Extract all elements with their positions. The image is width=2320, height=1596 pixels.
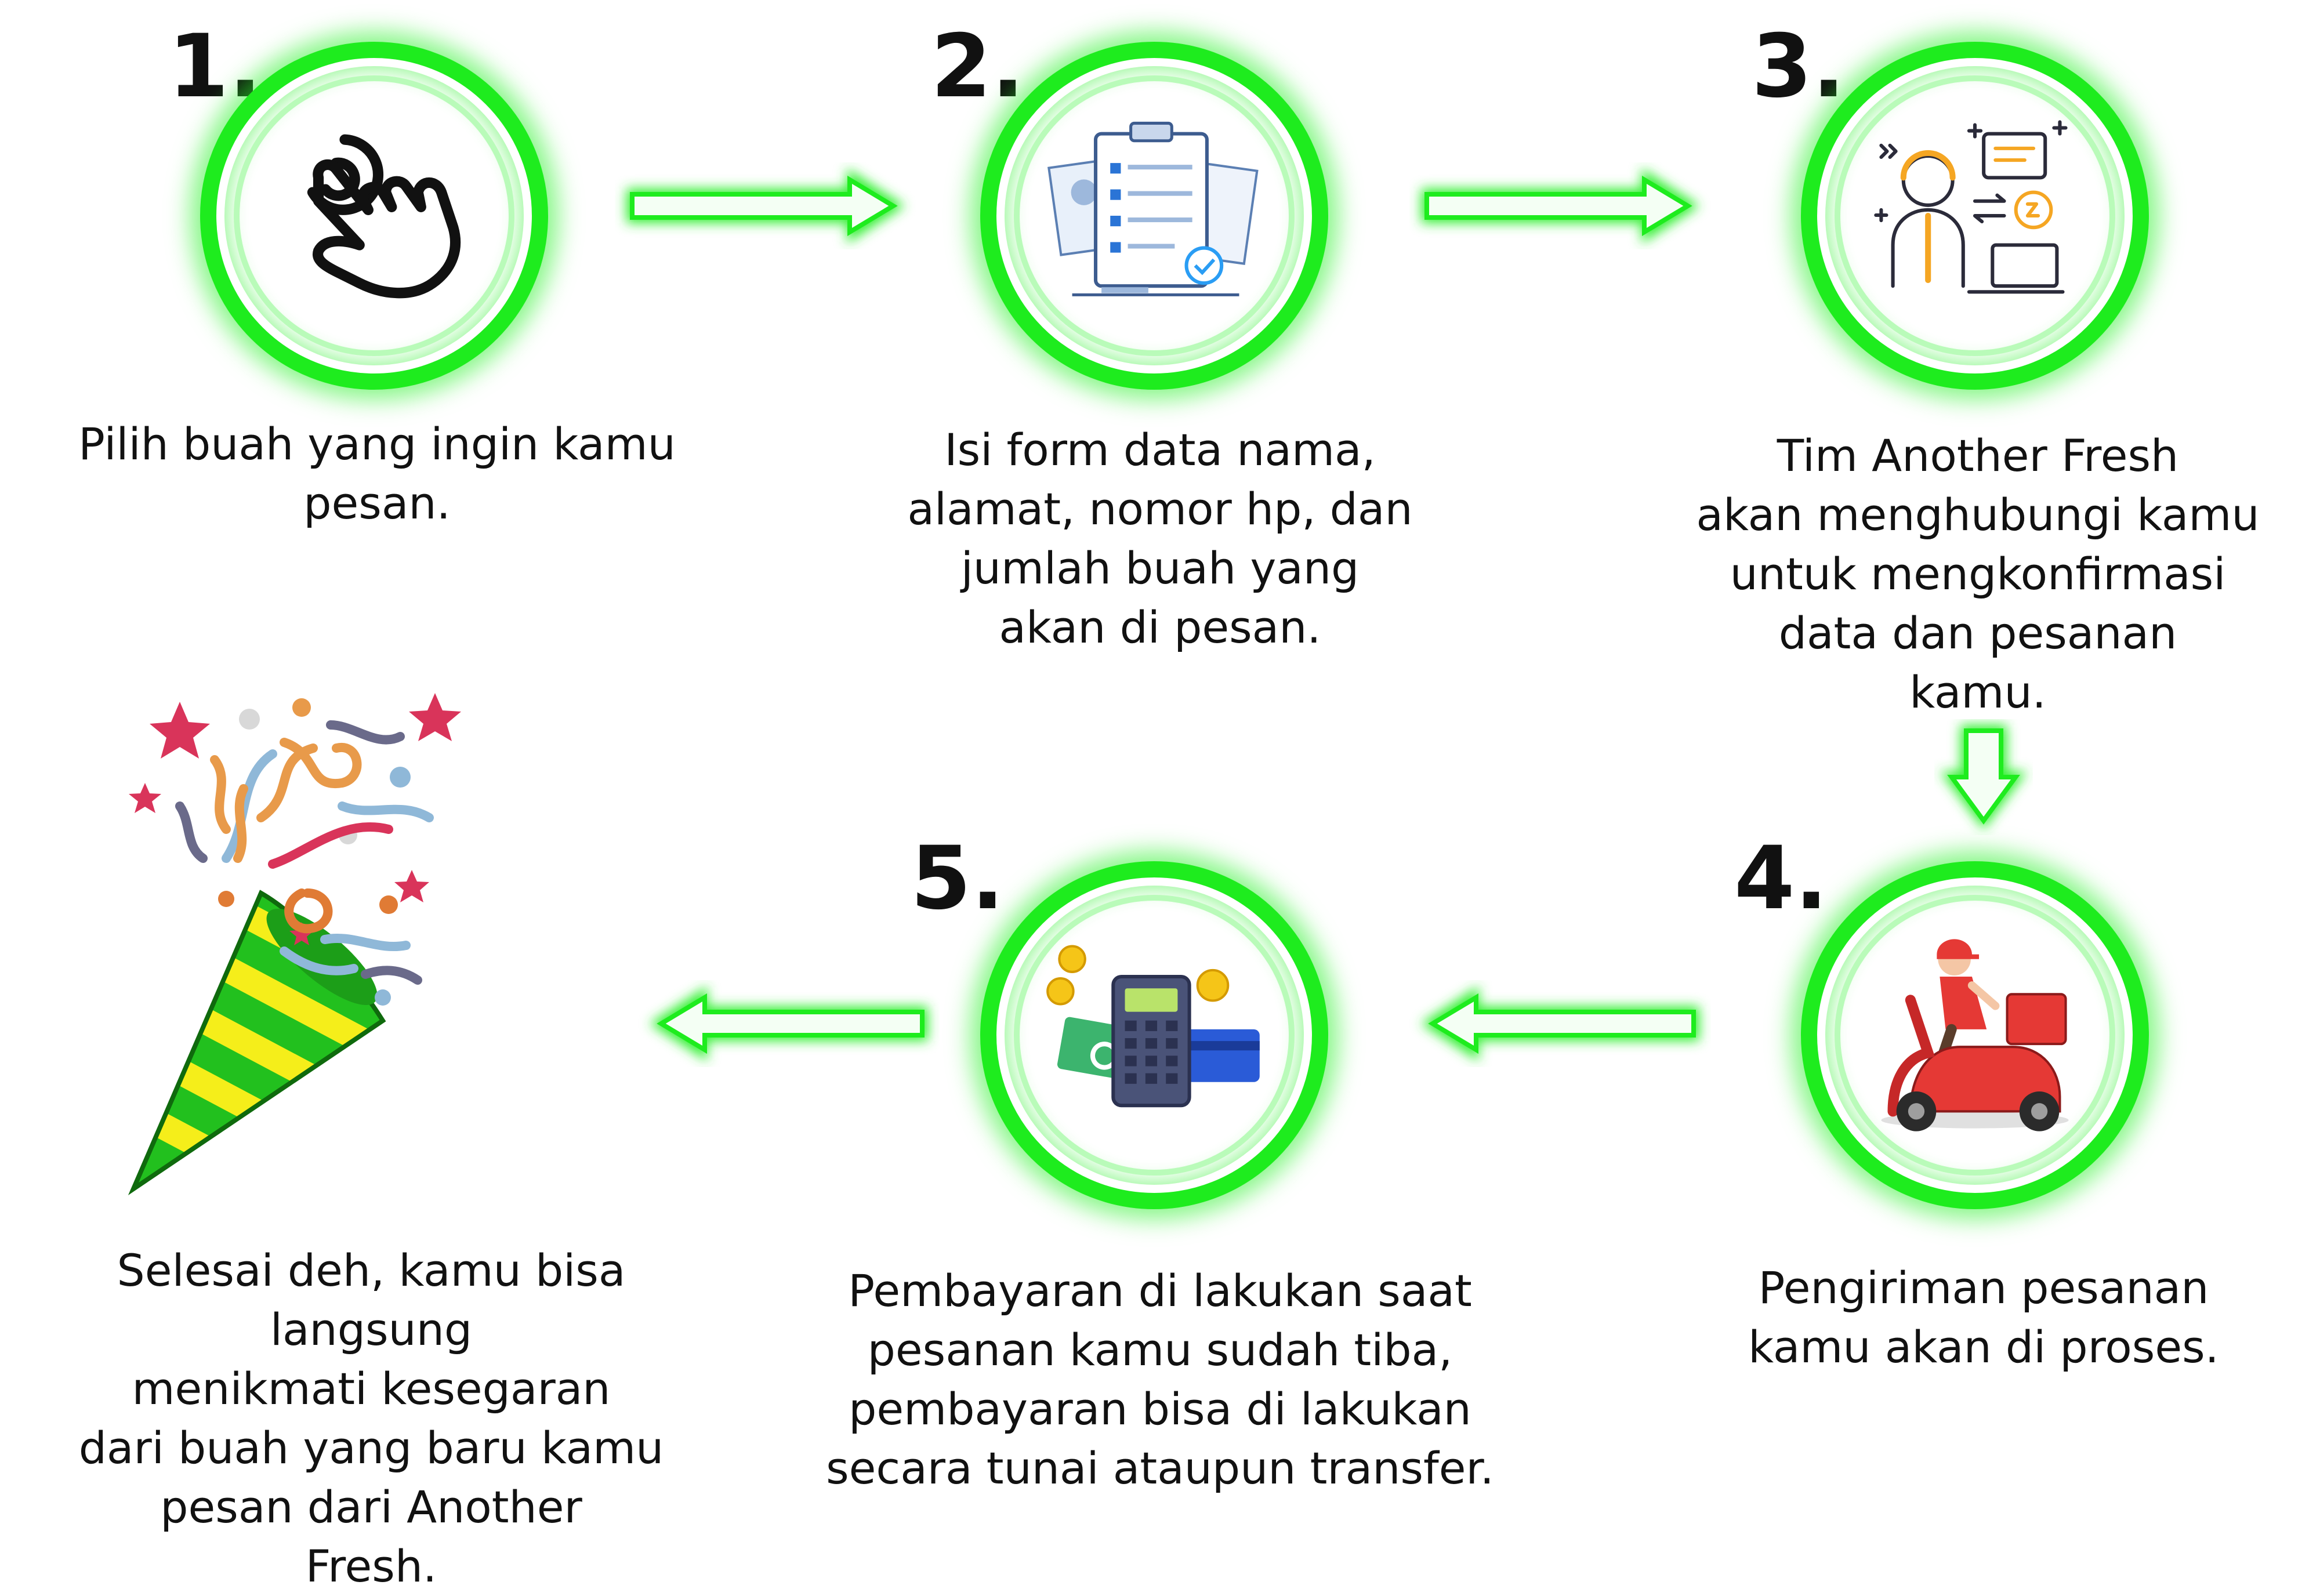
hand-tap-icon [307, 134, 461, 299]
clipboard-form-icon [1047, 121, 1259, 296]
step-5-caption: Pembayaran di lakukan saat pesanan kamu … [826, 1265, 1494, 1494]
arrow-down-icon [1940, 725, 2027, 829]
step-4-caption: Pengiriman pesanan kamu akan di proses. [1748, 1262, 2219, 1373]
delivery-scooter-icon [1881, 939, 2069, 1131]
step-4-number: 4. [1734, 828, 1828, 929]
step-3-number: 3. [1752, 16, 1846, 117]
party-popper-icon [128, 693, 461, 1195]
step-3-circle [1801, 42, 2149, 390]
arrow-right-icon [1421, 168, 1699, 244]
arrow-right-icon [626, 168, 905, 244]
step-1-number: 1. [168, 16, 262, 117]
step-5-number: 5. [911, 828, 1005, 929]
step-1-caption: Pilih buah yang ingin kamu pesan. [78, 418, 676, 529]
step-5-circle [980, 861, 1328, 1209]
step-6-caption: Selesai deh, kamu bisa langsung menikmat… [78, 1245, 664, 1592]
arrow-left-icon [650, 986, 928, 1061]
step-2-number: 2. [931, 16, 1025, 117]
arrow-left-icon [1421, 986, 1699, 1061]
step-2-caption: Isi form data nama, alamat, nomor hp, da… [907, 424, 1413, 653]
customer-service-icon [1874, 120, 2068, 294]
step-2-circle [980, 42, 1328, 390]
step-3-caption: Tim Another Fresh akan menghubungi kamu … [1696, 430, 2260, 718]
step-4-circle [1801, 861, 2149, 1209]
step-1-circle [200, 42, 548, 390]
payment-calculator-icon [1046, 945, 1260, 1108]
